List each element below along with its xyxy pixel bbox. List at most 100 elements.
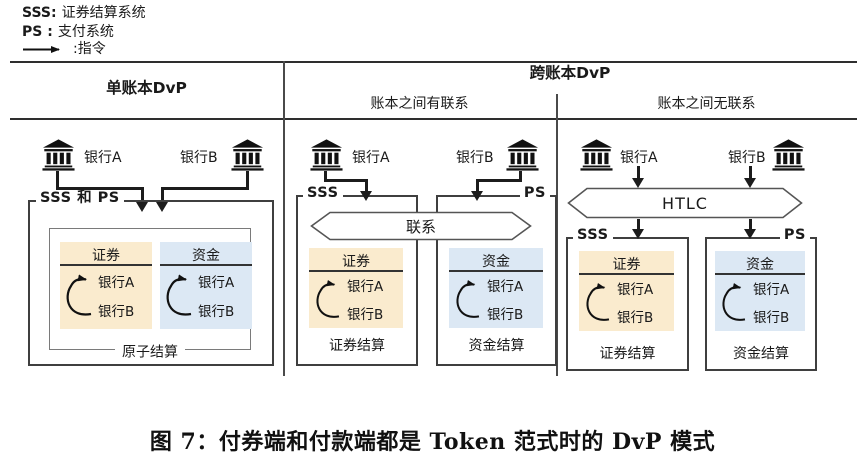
- bank-a-label: 银行A: [352, 150, 390, 166]
- instruction-arrow-icon: [23, 45, 60, 53]
- transfer-arrow-icon: [456, 279, 480, 318]
- bank-b-label: 银行B: [456, 150, 494, 166]
- legend-row-ps: PS :支付系统: [22, 24, 114, 40]
- flow-line: [324, 171, 327, 182]
- bank-a-label: 银行A: [98, 275, 135, 291]
- arrow-down-icon: [360, 191, 372, 201]
- link-label: 联系: [405, 217, 436, 236]
- arrow-down-icon: [471, 191, 483, 201]
- column-divider-1: [283, 61, 285, 376]
- flow-line: [56, 187, 144, 190]
- bank-b-label: 银行B: [198, 304, 235, 320]
- title-underline: [579, 273, 674, 275]
- ps-label: PS: [779, 227, 810, 245]
- sss-and-ps-box: SSS 和 PS 原子结算 证券 银行A 银行B 资金: [28, 190, 274, 366]
- figure-caption: 图 7：付券端和付款端都是 Token 范式时的 DvP 模式: [149, 429, 716, 455]
- transfer-arrow-icon: [66, 274, 92, 316]
- flow-line: [141, 187, 144, 203]
- bank-b-label: 银行B: [347, 307, 384, 323]
- htlc-label: HTLC: [662, 193, 708, 213]
- bank-icon: [310, 139, 343, 171]
- legend-ps-def: 支付系统: [57, 24, 114, 40]
- legend-row-instruction: :指令: [22, 41, 106, 57]
- bank-b-label: 银行B: [487, 307, 524, 323]
- sss-label: SSS: [303, 185, 343, 203]
- flow-line: [324, 179, 368, 182]
- funds-settlement-label: 资金结算: [733, 346, 789, 362]
- header-ledgers-linked: 账本之间有联系: [370, 96, 469, 112]
- arrow-down-icon: [744, 229, 756, 239]
- ps-box: PS 资金结算 资金 银行A 银行B: [436, 185, 557, 366]
- bank-icon: [231, 139, 264, 171]
- header-cross-ledger: 跨账本DvP: [529, 64, 611, 82]
- sss-and-ps-label: SSS 和 PS: [36, 190, 124, 208]
- transfer-arrow-icon: [586, 282, 610, 321]
- bank-icon: [42, 139, 75, 171]
- flow-line: [637, 219, 640, 231]
- bank-icon: [506, 139, 539, 171]
- securities-title: 证券: [342, 254, 370, 270]
- flow-line: [246, 171, 249, 189]
- legend-instruction-def: :指令: [73, 41, 106, 57]
- column-divider-2: [556, 94, 558, 376]
- sss-label: SSS: [573, 227, 613, 245]
- legend-sss-def: 证券结算系统: [61, 5, 146, 21]
- arrow-down-icon: [632, 229, 644, 239]
- flow-line: [749, 166, 752, 180]
- bank-a-label: 银行A: [198, 275, 235, 291]
- funds-token-box: 资金 银行A 银行B: [160, 242, 252, 329]
- bank-a-label: 银行A: [620, 150, 658, 166]
- transfer-arrow-icon: [166, 274, 192, 316]
- flow-line: [365, 179, 368, 193]
- atomic-settlement-label: 原子结算: [115, 341, 185, 362]
- bank-a-label: 银行A: [347, 279, 384, 295]
- title-underline: [160, 264, 252, 266]
- title-underline: [715, 273, 805, 275]
- bank-icon: [772, 139, 805, 171]
- header-single-ledger: 单账本DvP: [106, 79, 187, 97]
- bank-a-label: 银行A: [617, 282, 654, 298]
- flow-line: [749, 219, 752, 231]
- securities-settlement-label: 证券结算: [329, 338, 385, 354]
- arrow-down-icon: [156, 202, 168, 212]
- funds-title: 资金: [746, 257, 774, 273]
- legend-ps-term: PS :: [22, 24, 53, 40]
- flow-line: [476, 179, 479, 193]
- sss-box: SSS 证券结算 证券 银行A 银行B: [296, 185, 418, 366]
- bank-b-label: 银行B: [617, 310, 654, 326]
- flow-line: [637, 166, 640, 180]
- funds-title: 资金: [482, 254, 510, 270]
- legend-sss-term: SSS:: [22, 5, 57, 21]
- bank-b-label: 银行B: [98, 304, 135, 320]
- securities-token-box: 证券 银行A 银行B: [579, 251, 674, 331]
- securities-token-box: 证券 银行A 银行B: [60, 242, 152, 329]
- bank-b-label: 银行B: [728, 150, 766, 166]
- atomic-settlement-box: 原子结算 证券 银行A 银行B 资金: [49, 228, 252, 362]
- flow-line: [56, 171, 59, 189]
- securities-token-box: 证券 银行A 银行B: [309, 248, 403, 328]
- arrow-down-icon: [744, 178, 756, 188]
- link-arrow: 联系: [310, 211, 532, 241]
- bank-b-label: 银行B: [180, 150, 218, 166]
- flow-line: [478, 179, 522, 182]
- flow-line: [161, 187, 164, 203]
- bank-a-label: 银行A: [487, 279, 524, 295]
- arrow-down-icon: [136, 202, 148, 212]
- bank-a-label: 银行A: [84, 150, 122, 166]
- table-header-rule: [10, 118, 857, 120]
- funds-token-box: 资金 银行A 银行B: [449, 248, 543, 328]
- securities-settlement-label: 证券结算: [599, 346, 656, 362]
- funds-title: 资金: [192, 248, 220, 264]
- transfer-arrow-icon: [722, 282, 746, 321]
- title-underline: [309, 270, 403, 272]
- transfer-arrow-icon: [316, 279, 340, 318]
- funds-settlement-label: 资金结算: [468, 338, 525, 354]
- title-underline: [449, 270, 543, 272]
- funds-token-box: 资金 银行A 银行B: [715, 251, 805, 331]
- flow-line: [163, 187, 249, 190]
- sss-box: SSS 证券结算 证券 银行A 银行B: [566, 227, 689, 371]
- header-ledgers-unlinked: 账本之间无联系: [657, 96, 756, 112]
- securities-title: 证券: [92, 248, 120, 264]
- table-top-rule: [10, 61, 857, 63]
